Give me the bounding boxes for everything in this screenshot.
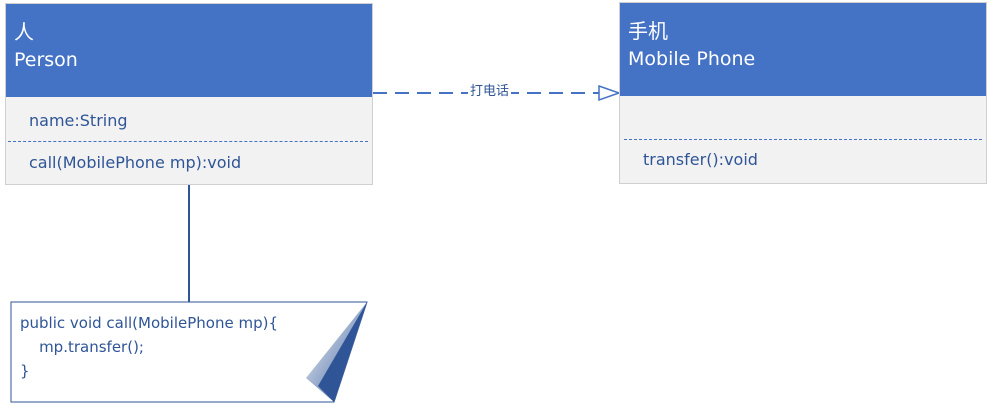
note-line-1: public void call(MobilePhone mp){ [20,314,279,332]
person-class-title-en: Person [14,49,78,71]
note-corner-fold [306,302,367,402]
dependency-label: 打电话 [468,83,512,101]
person-separator [8,141,368,142]
dependency-arrowhead [598,84,622,102]
phone-class[interactable]: 手机 Mobile Phone transfer():void [619,2,987,184]
phone-method: transfer():void [643,150,758,169]
note-line-3: } [20,362,30,380]
phone-class-header: 手机 Mobile Phone [620,3,986,96]
person-class[interactable]: 人 Person name:String call(MobilePhone mp… [5,3,373,185]
phone-separator [624,139,982,140]
person-class-header: 人 Person [6,4,372,97]
phone-class-title-zh: 手机 [628,19,668,43]
person-method: call(MobilePhone mp):void [29,153,242,172]
person-class-title-zh: 人 [14,20,34,44]
person-attribute: name:String [29,111,128,130]
note-line-2: mp.transfer(); [20,338,144,356]
phone-class-title-en: Mobile Phone [628,48,756,70]
note-corner-fold-dark [318,302,367,402]
